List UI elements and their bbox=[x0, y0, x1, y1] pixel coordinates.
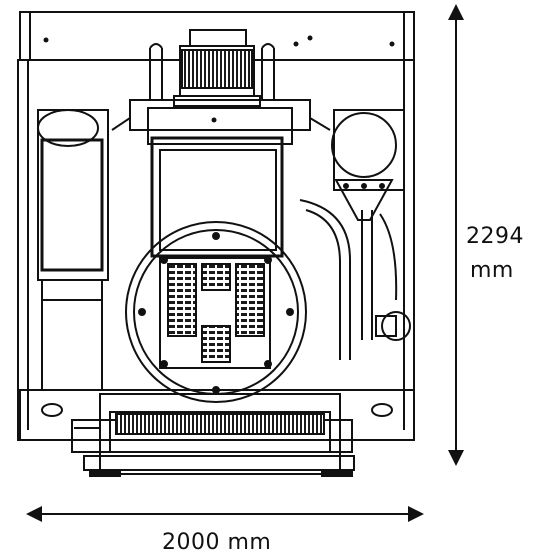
base-skid bbox=[19, 389, 415, 477]
height-dimension-arrow bbox=[448, 4, 464, 466]
height-dimension-value: 2294 bbox=[466, 224, 524, 249]
frame-bolts bbox=[43, 35, 395, 123]
top-radiator bbox=[149, 29, 275, 107]
alternator bbox=[125, 221, 307, 403]
width-dimension-arrow bbox=[26, 506, 424, 522]
coolant-hoses bbox=[299, 199, 411, 360]
engine-block bbox=[111, 99, 331, 258]
height-dimension-unit: mm bbox=[470, 258, 514, 283]
width-dimension-label: 2000 mm bbox=[162, 530, 272, 555]
right-side-module bbox=[331, 109, 405, 221]
left-side-module bbox=[37, 109, 109, 391]
